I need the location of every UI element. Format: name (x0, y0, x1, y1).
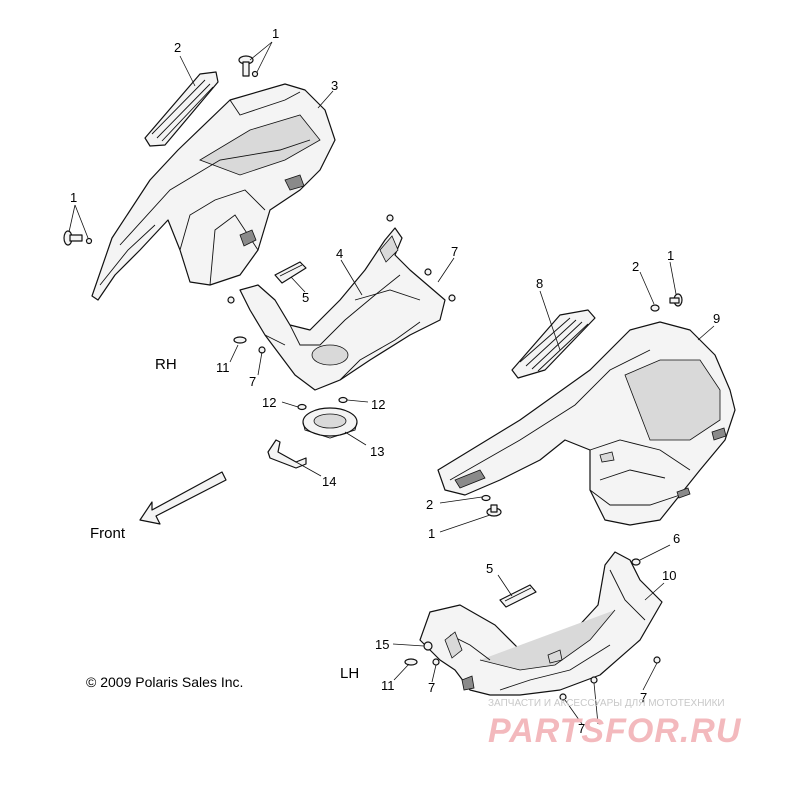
part-2-washer-lh-top (650, 304, 660, 312)
callout-2-lh-top: 2 (632, 259, 639, 274)
part-1-push-rivet-left (63, 230, 93, 246)
callout-7-lh-a: 7 (428, 680, 435, 695)
part-6-washer (631, 558, 641, 566)
front-direction-arrow (139, 471, 227, 525)
callout-7-rh-a: 7 (451, 244, 458, 259)
callout-11-rh: 11 (216, 360, 230, 375)
part-7-screw-lh (432, 656, 661, 701)
callout-7-rh-b: 7 (249, 374, 256, 389)
callout-2-upper: 2 (174, 40, 181, 55)
callout-13: 13 (370, 444, 384, 459)
callout-15: 15 (375, 637, 389, 652)
label-front: Front (90, 525, 126, 542)
part-11-clip-rh (233, 336, 247, 344)
part-12-washers (297, 396, 348, 411)
part-3-rh-side-panel (91, 83, 336, 301)
callout-12-left: 12 (262, 395, 276, 410)
watermark: ЗАПЧАСТИ И АКСЕССУАРЫ ДЛЯ МОТОТЕХНИКИ PA… (488, 698, 742, 750)
part-15-nut (423, 641, 433, 651)
callout-11-lh: 11 (381, 678, 395, 693)
watermark-logo-text: PARTSFOR.RU (488, 712, 742, 750)
part-1-push-rivet-lh-top (669, 293, 683, 307)
part-11-clip-lh (404, 658, 418, 666)
callout-8: 8 (536, 276, 543, 291)
part-1-push-rivet-upper (238, 55, 259, 78)
callout-2-lh-bottom: 2 (426, 497, 433, 512)
part-5-vent-rh (274, 261, 307, 284)
callout-4: 4 (336, 246, 343, 261)
callout-1-upper: 1 (272, 26, 279, 41)
label-rh: RH (155, 356, 177, 373)
part-1-push-rivet-lh-bottom (486, 504, 502, 517)
callout-3: 3 (331, 78, 338, 93)
part-14-bracket (267, 439, 307, 469)
callout-5-lh: 5 (486, 561, 493, 576)
part-8-vent-grille (511, 309, 596, 379)
part-7-screw-rh-b (227, 296, 266, 354)
part-13-bezel-ring (302, 407, 358, 439)
part-4-rh-footwell-panel (239, 214, 446, 391)
callout-7-lh-b: 7 (578, 721, 585, 736)
part-2-washer-lh-bottom (481, 494, 491, 502)
part-5-vent-lh (499, 584, 537, 608)
part-2-vent-grille-upper (144, 71, 219, 147)
part-10-lh-footwell-panel (419, 551, 663, 696)
callout-10: 10 (662, 568, 676, 583)
callout-1-lh-bottom: 1 (428, 526, 435, 541)
callout-5-rh: 5 (302, 290, 309, 305)
copyright-notice: © 2009 Polaris Sales Inc. (86, 674, 243, 690)
callout-9: 9 (713, 311, 720, 326)
callout-12-right: 12 (371, 397, 385, 412)
callout-1-left: 1 (70, 190, 77, 205)
label-lh: LH (340, 665, 359, 682)
callout-7-lh-c: 7 (640, 690, 647, 705)
watermark-tagline: ЗАПЧАСТИ И АКСЕССУАРЫ ДЛЯ МОТОТЕХНИКИ (488, 698, 725, 709)
part-9-lh-side-panel (437, 321, 736, 526)
leader-lines (68, 41, 715, 725)
callout-1-lh-top: 1 (667, 248, 674, 263)
callout-numbers: 2 1 3 1 4 7 5 11 7 12 12 13 14 8 2 1 9 2… (70, 26, 720, 736)
callout-14: 14 (322, 474, 336, 489)
callout-6: 6 (673, 531, 680, 546)
part-7-screw-rh-a (424, 268, 456, 302)
